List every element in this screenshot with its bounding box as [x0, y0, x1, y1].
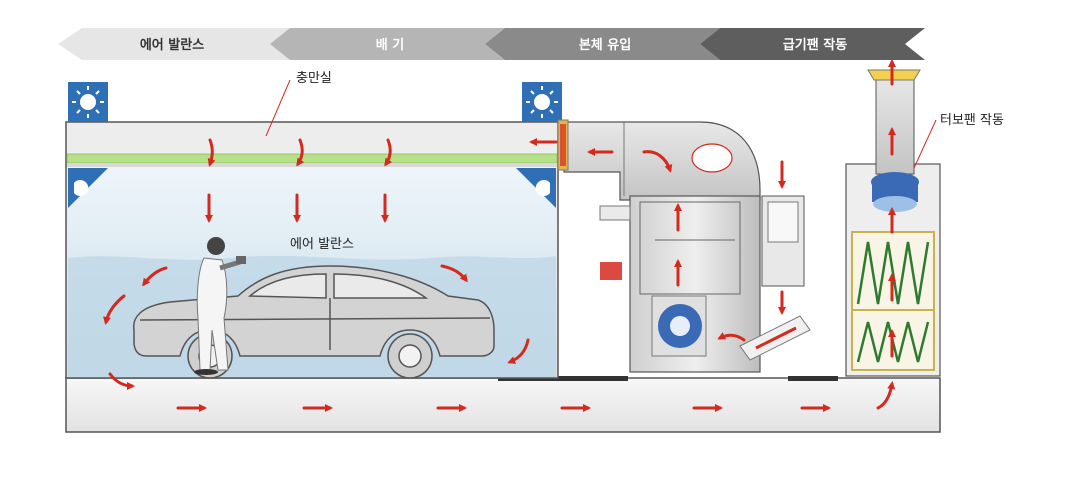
step-3-chevron [485, 28, 720, 60]
plenum-callout-line [265, 79, 291, 137]
turbo-callout-line [913, 119, 937, 169]
arrow-down [207, 138, 216, 167]
turbo-fan-unit: 터보팬 작동 [845, 69, 1004, 377]
step-1-label: 에어 발란스 [140, 37, 204, 53]
fan-icon [651, 295, 707, 357]
grate-right [788, 376, 838, 381]
step-3-label: 본체 유입 [579, 38, 631, 53]
light-icon [522, 82, 562, 122]
plenum-chamber [67, 123, 557, 155]
vent-icon [68, 168, 108, 208]
arrow-curve [142, 266, 168, 287]
arrow-curve [507, 338, 530, 364]
airflow-arrows [103, 59, 896, 412]
arrow-curve [440, 264, 468, 283]
arrow-curve [108, 372, 135, 390]
arrow-curve [103, 294, 126, 325]
step-1-chevron [58, 28, 290, 60]
step-4-chevron [700, 28, 925, 60]
motor [600, 262, 622, 280]
light-icon [68, 82, 108, 122]
process-steps: 에어 발란스 배 기 본체 유입 급기팬 작동 [58, 28, 925, 60]
plenum-label: 충만실 [296, 71, 332, 86]
step-2-label: 배 기 [376, 37, 404, 53]
smoke-puff [691, 143, 733, 173]
arrow-down [384, 138, 393, 167]
arrow-curve [876, 381, 896, 410]
main-unit [599, 195, 811, 373]
step-2-chevron [270, 28, 505, 60]
exhaust-duct [557, 119, 761, 201]
painter-icon [194, 237, 246, 375]
floor-pit [65, 377, 941, 433]
grate-left [498, 376, 628, 381]
step-4-label: 급기팬 작동 [783, 37, 847, 53]
arrow-curve [717, 332, 746, 342]
ceiling-filter [66, 153, 558, 164]
arrow-curve [642, 150, 673, 173]
vent-icon [516, 168, 556, 208]
air-balance-label: 에어 발란스 [290, 237, 354, 252]
turbo-fan-label: 터보팬 작동 [940, 113, 1004, 128]
arrow-down [296, 138, 305, 167]
car-icon [132, 265, 495, 379]
